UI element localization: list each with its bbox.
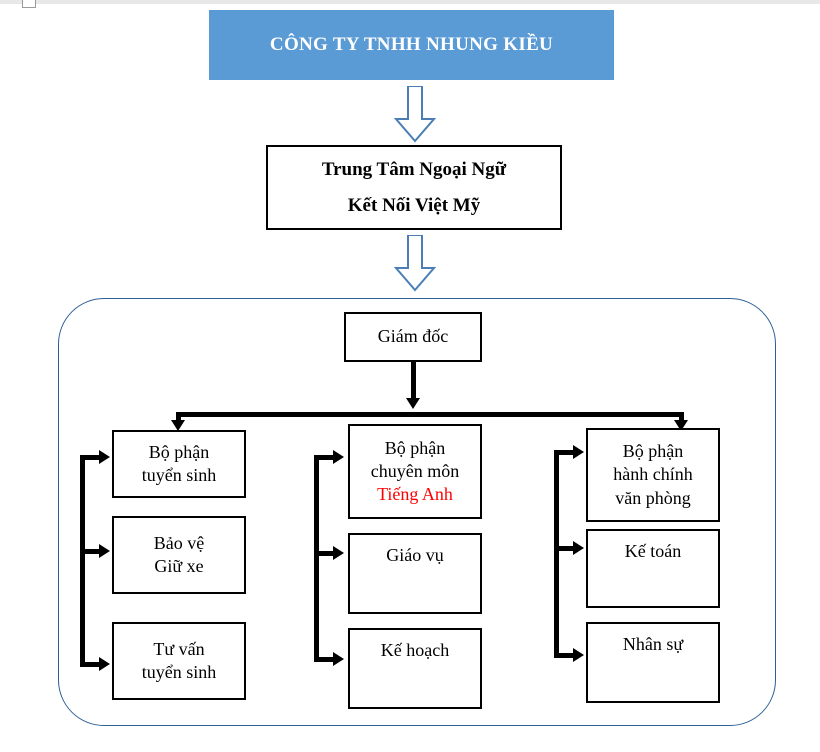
- admissions-stub-3: [80, 662, 102, 667]
- academic-spine: [314, 455, 319, 662]
- admissions-head-line-1: Bộ phận: [148, 441, 210, 462]
- academic-arrow-1: [333, 450, 344, 464]
- director-label: Giám đốc: [377, 326, 449, 347]
- admissions-arrow-2: [99, 544, 110, 558]
- center-name-box: Trung Tâm Ngoại Ngữ Kết Nối Việt Mỹ: [266, 145, 562, 230]
- block-arrow-down-1: [393, 86, 437, 143]
- distribution-bar: [176, 412, 684, 417]
- academic-child-box-1: Giáo vụ: [348, 533, 482, 614]
- academic-head-line-1: Bộ phận: [384, 437, 446, 458]
- center-name-line-2: Kết Nối Việt Mỹ: [347, 194, 481, 216]
- admissions-child-box-2: Tư vấn tuyển sinh: [112, 622, 246, 700]
- admissions-child-box-1: Bảo vệ Giữ xe: [112, 516, 246, 594]
- center-name-line-1: Trung Tâm Ngoại Ngữ: [321, 159, 507, 181]
- administration-stub-1: [554, 450, 576, 455]
- academic-child-box-2: Kế hoạch: [348, 628, 482, 709]
- academic-head-line-3: Tiếng Anh: [377, 484, 453, 505]
- admissions-child-1-line-1: Bảo vệ: [153, 532, 205, 553]
- department-box-administration: Bộ phận hành chính văn phòng: [586, 428, 720, 522]
- distribution-drop-left: [176, 412, 181, 426]
- admissions-spine: [80, 455, 85, 667]
- admissions-stub-2: [80, 549, 102, 554]
- administration-arrow-2: [573, 541, 584, 555]
- administration-spine: [554, 450, 559, 658]
- admissions-stub-1: [80, 455, 102, 460]
- administration-head-line-1: Bộ phận: [622, 441, 684, 462]
- academic-head-line-2: chuyên môn: [370, 460, 460, 481]
- administration-child-box-1: Kế toán: [586, 529, 720, 608]
- administration-head-line-2: hành chính: [613, 464, 693, 485]
- department-box-academic: Bộ phận chuyên môn Tiếng Anh: [348, 424, 482, 519]
- administration-child-2-line-1: Nhân sự: [622, 634, 684, 654]
- admissions-child-2-line-2: tuyển sinh: [141, 662, 217, 682]
- distribution-arrow-right: [674, 420, 688, 431]
- ruler-tab-marker: [22, 0, 36, 8]
- block-arrow-down-2: [393, 235, 437, 292]
- academic-stub-2: [314, 551, 336, 556]
- ruler-strip: [0, 0, 820, 4]
- administration-child-box-2: Nhân sự: [586, 622, 720, 703]
- distribution-arrow-left: [171, 420, 185, 431]
- administration-arrow-1: [573, 445, 584, 459]
- administration-head-line-3: văn phòng: [615, 487, 691, 508]
- administration-arrow-3: [573, 648, 584, 662]
- department-box-admissions: Bộ phận tuyển sinh: [112, 430, 246, 498]
- distribution-drop-right: [679, 412, 684, 426]
- company-header-box: CÔNG TY TNHH NHUNG KIỀU: [209, 10, 614, 80]
- director-box: Giám đốc: [344, 312, 482, 362]
- administration-child-1-line-1: Kế toán: [624, 541, 682, 561]
- academic-stub-3: [314, 657, 336, 662]
- academic-stub-1: [314, 455, 336, 460]
- org-structure-container: [58, 298, 776, 726]
- director-connector-vertical: [411, 362, 416, 402]
- academic-child-1-line-1: Giáo vụ: [386, 545, 444, 565]
- administration-stub-2: [554, 546, 576, 551]
- academic-arrow-2: [333, 546, 344, 560]
- company-name: CÔNG TY TNHH NHUNG KIỀU: [269, 34, 554, 55]
- administration-stub-3: [554, 653, 576, 658]
- admissions-head-line-2: tuyển sinh: [141, 465, 217, 485]
- admissions-arrow-1: [99, 450, 110, 464]
- academic-child-2-line-1: Kế hoạch: [380, 640, 450, 660]
- admissions-child-1-line-2: Giữ xe: [154, 556, 204, 576]
- academic-arrow-3: [333, 652, 344, 666]
- admissions-child-2-line-1: Tư vấn: [153, 638, 205, 659]
- director-connector-arrow: [406, 398, 420, 409]
- admissions-arrow-3: [99, 657, 110, 671]
